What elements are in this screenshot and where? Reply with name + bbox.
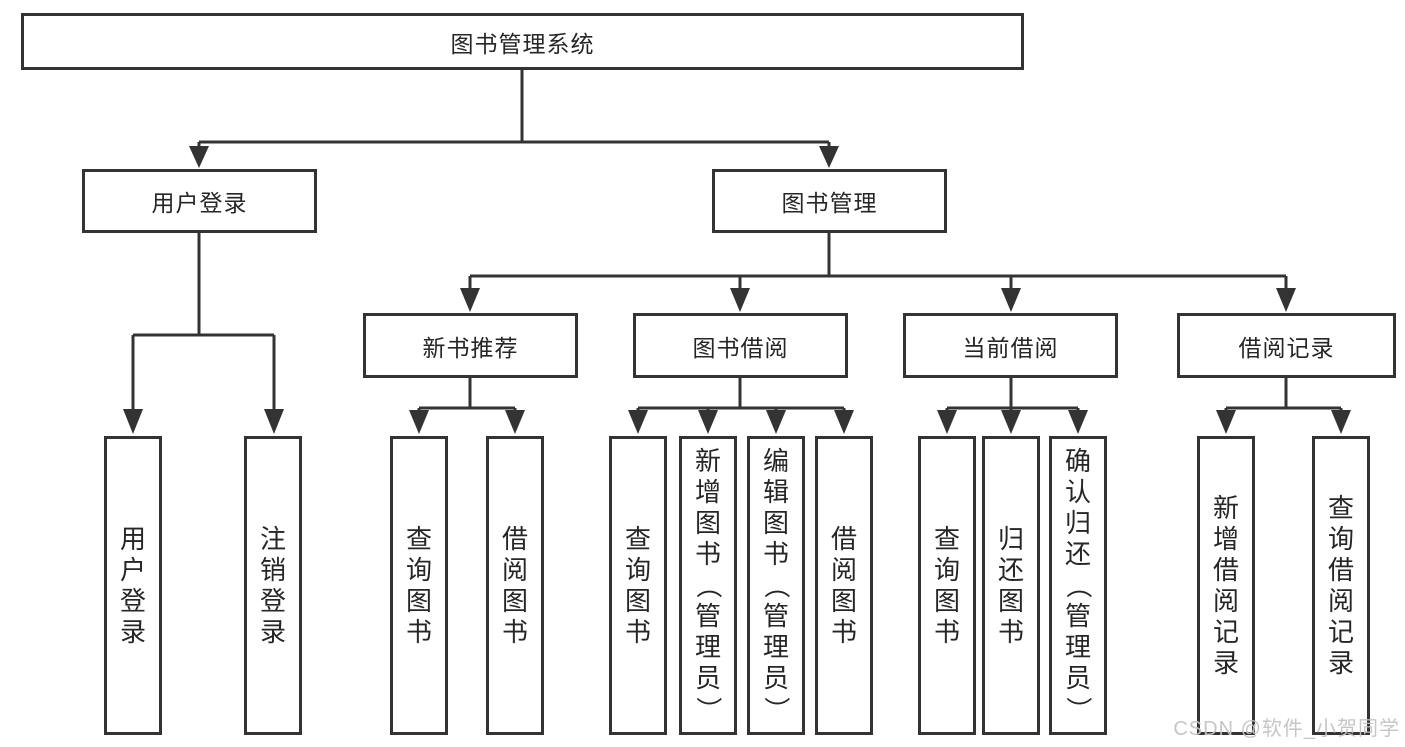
node-book-borrow-label: 图书借阅 — [692, 334, 789, 361]
leaf-add-books-admin-label: 新增图书（管理员） — [693, 446, 724, 723]
node-current-borrow: 当前借阅 — [903, 313, 1118, 378]
leaf-add-borrow-record: 新增借阅记录 — [1197, 436, 1255, 735]
node-user-login-label: 用户登录 — [151, 190, 248, 216]
node-book-borrow: 图书借阅 — [633, 313, 848, 378]
leaf-query-borrow-record: 查询借阅记录 — [1312, 436, 1370, 735]
leaf-add-books-admin: 新增图书（管理员） — [679, 436, 737, 735]
node-library-system: 图书管理系统 — [21, 13, 1024, 70]
node-user-login: 用户登录 — [82, 169, 317, 233]
leaf-add-borrow-record-label: 新增借阅记录 — [1212, 492, 1239, 678]
leaf-query-books-1: 查询图书 — [390, 436, 448, 735]
leaf-borrow-books-2-label: 借阅图书 — [830, 523, 857, 647]
watermark: CSDN @软件_小贺同学 — [1173, 718, 1400, 740]
leaf-borrow-books-2: 借阅图书 — [815, 436, 873, 735]
leaf-borrow-books-1: 借阅图书 — [486, 436, 544, 735]
leaf-query-books-2-label: 查询图书 — [624, 523, 651, 647]
leaf-logout-label: 注销登录 — [259, 523, 286, 647]
node-book-management-label: 图书管理 — [781, 190, 878, 216]
node-library-system-label: 图书管理系统 — [450, 30, 595, 57]
leaf-logout: 注销登录 — [244, 436, 302, 735]
node-new-book-recommend: 新书推荐 — [363, 313, 578, 378]
node-new-book-recommend-label: 新书推荐 — [422, 334, 519, 361]
leaf-query-books-3-label: 查询图书 — [933, 523, 960, 647]
node-borrow-records-label: 借阅记录 — [1238, 334, 1335, 361]
leaf-user-login-label: 用户登录 — [119, 523, 146, 647]
node-book-management: 图书管理 — [712, 169, 947, 233]
leaf-edit-books-admin: 编辑图书（管理员） — [747, 436, 805, 735]
leaf-query-books-1-label: 查询图书 — [405, 523, 432, 647]
leaf-borrow-books-1-label: 借阅图书 — [501, 523, 528, 647]
leaf-query-books-3: 查询图书 — [918, 436, 976, 735]
leaf-query-books-2: 查询图书 — [609, 436, 667, 735]
leaf-user-login: 用户登录 — [104, 436, 162, 735]
leaf-edit-books-admin-label: 编辑图书（管理员） — [761, 446, 792, 723]
leaf-query-borrow-record-label: 查询借阅记录 — [1327, 492, 1354, 678]
leaf-confirm-return-admin: 确认归还（管理员） — [1049, 436, 1107, 735]
leaf-return-books: 归还图书 — [982, 436, 1040, 735]
node-borrow-records: 借阅记录 — [1177, 313, 1396, 378]
node-current-borrow-label: 当前借阅 — [962, 334, 1059, 361]
leaf-confirm-return-admin-label: 确认归还（管理员） — [1063, 446, 1094, 723]
leaf-return-books-label: 归还图书 — [997, 523, 1024, 647]
